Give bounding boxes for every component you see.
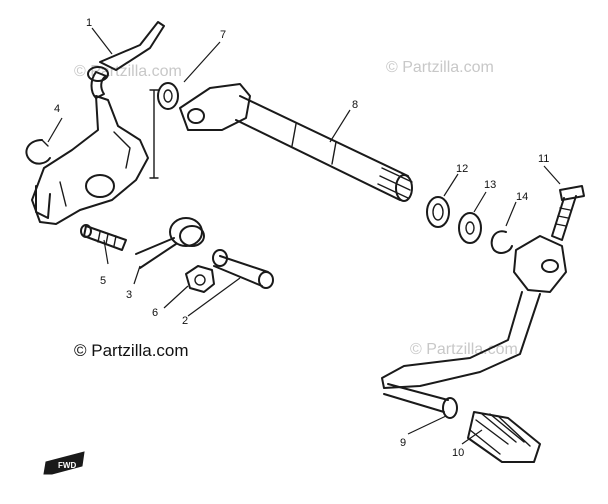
callout-2: 2 [182,315,188,327]
forward-direction-arrow: FWD [43,451,85,475]
part-bolt-11[interactable] [551,185,585,241]
callout-3: 3 [126,289,132,301]
shaft-alignment-bracket [149,89,159,179]
leader-lines [47,27,561,445]
copyright-notice: © Partzilla.com [74,341,189,360]
callout-5: 5 [100,275,106,287]
part-spring-3[interactable] [135,217,205,269]
callout-7: 7 [220,29,226,41]
callout-8: 8 [352,99,358,111]
part-pedal-rubber-10[interactable] [467,411,541,463]
part-washer-13[interactable] [458,212,482,244]
forward-label: FWD [58,461,76,470]
callout-6: 6 [152,307,158,319]
callout-4: 4 [54,103,60,115]
watermark-top-right: © Partzilla.com [386,59,494,76]
part-shift-arm-assembly[interactable] [31,21,165,225]
part-shift-shaft-8[interactable] [179,83,413,202]
part-washer-7[interactable] [157,82,179,110]
part-collar-5[interactable] [80,224,127,251]
callout-10: 10 [452,447,464,459]
callout-9: 9 [400,437,406,449]
part-oil-seal-12[interactable] [426,196,450,228]
callout-12: 12 [456,163,468,175]
part-pedal-pin-9[interactable] [383,383,458,419]
callout-14: 14 [516,191,528,203]
part-nut-6[interactable] [185,265,215,293]
part-pin-2[interactable] [212,249,274,289]
part-change-pedal-lever[interactable] [381,235,567,389]
part-circlip-4[interactable] [25,139,51,165]
watermark-bottom-right: © Partzilla.com [410,341,518,358]
callout-13: 13 [484,179,496,191]
callout-11: 11 [538,153,549,165]
callout-1: 1 [86,17,92,29]
part-circlip-14[interactable] [490,230,513,254]
